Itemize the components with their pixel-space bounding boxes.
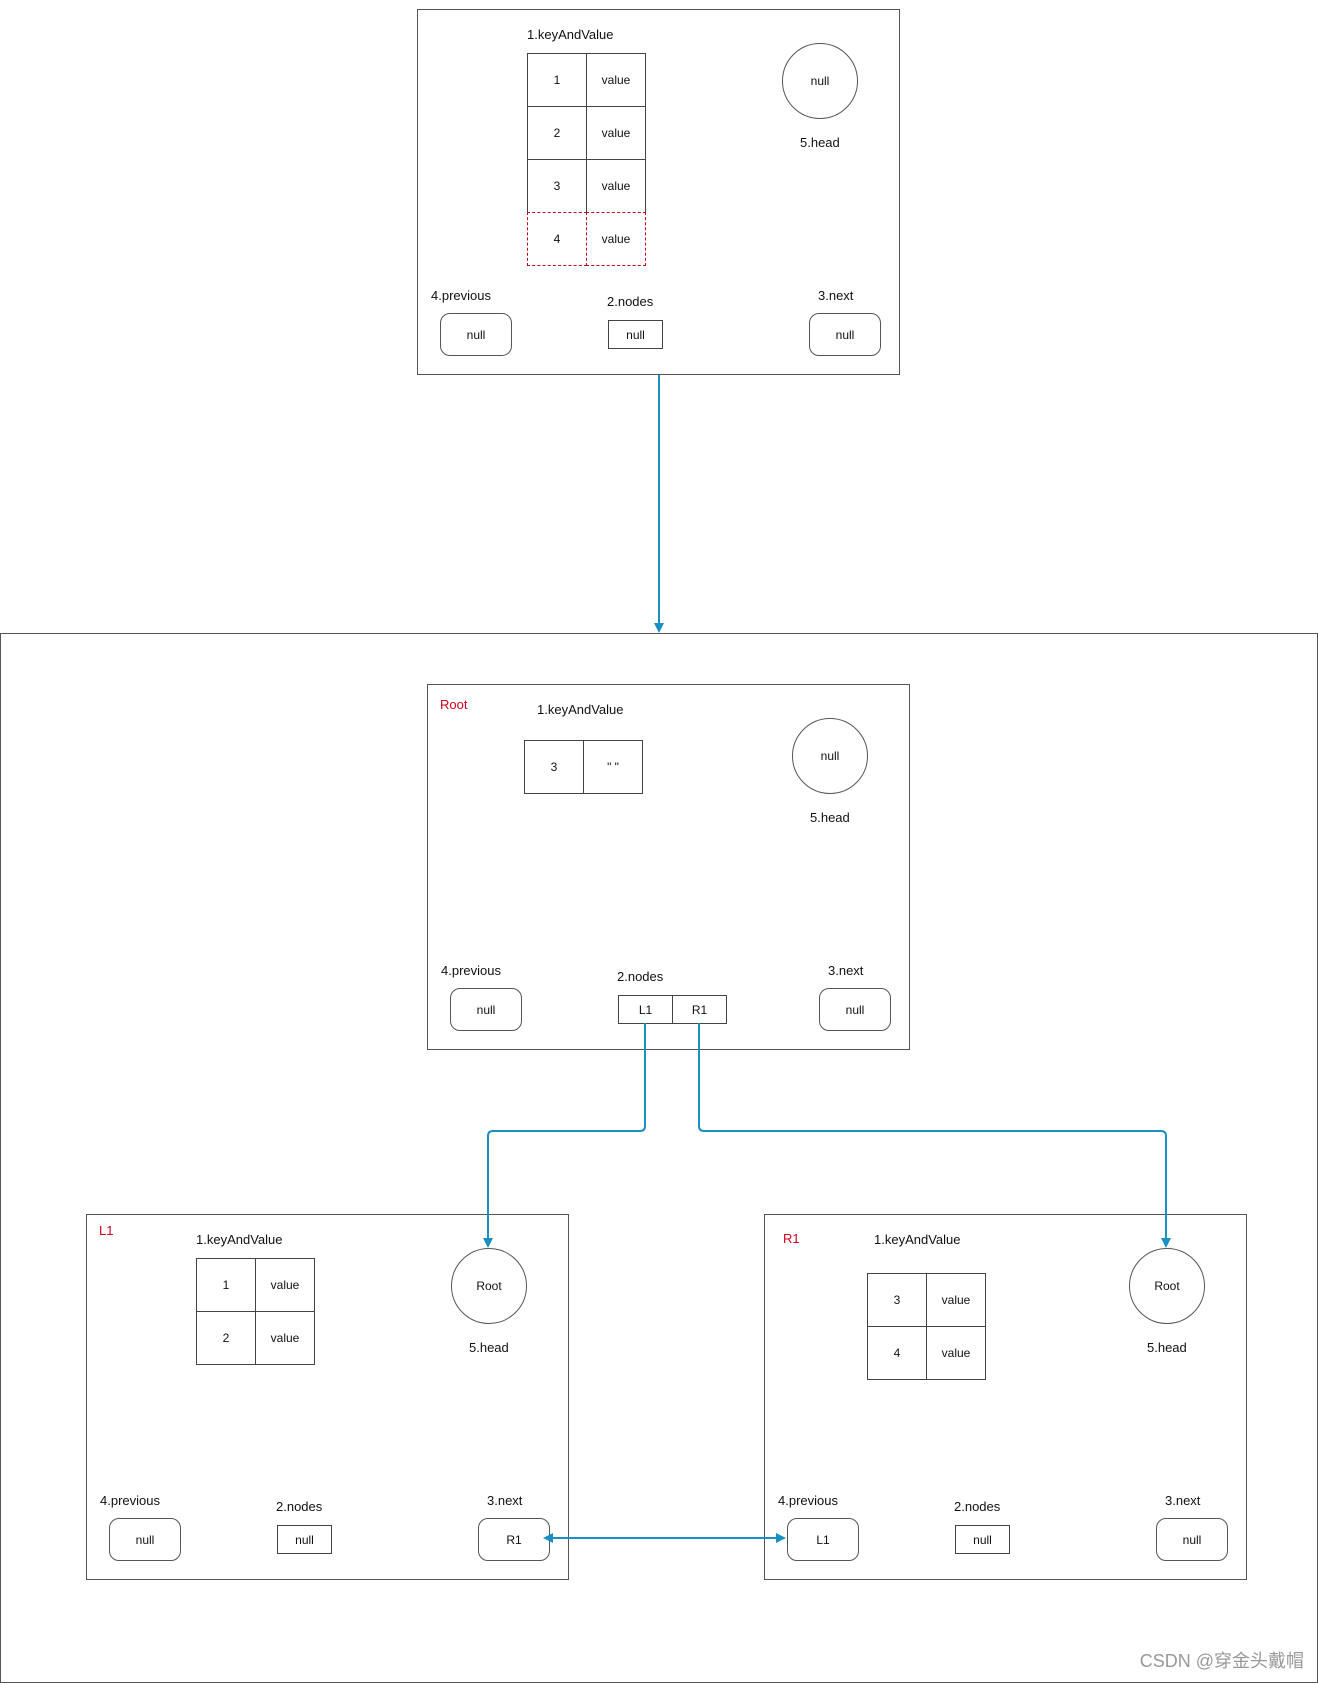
r1-next-label: 3.next [1165, 1493, 1201, 1508]
root-kv-value-1: " " [583, 740, 643, 794]
l1-node-title: L1 [99, 1223, 114, 1238]
root-previous-label: 4.previous [441, 963, 501, 978]
r1-next-box: null [1156, 1518, 1228, 1561]
r1-head-circle: Root [1129, 1248, 1205, 1324]
top-head-circle: null [782, 43, 858, 119]
top-previous-label: 4.previous [431, 288, 491, 303]
r1-kv-value-1: value [926, 1273, 986, 1327]
r1-previous-box: L1 [787, 1518, 859, 1561]
top-node: 1.keyAndValue 1 value 2 value 3 value 4 … [417, 9, 900, 375]
l1-previous-box: null [109, 1518, 181, 1561]
top-kv-value-1: value [586, 53, 646, 107]
l1-head-circle: Root [451, 1248, 527, 1324]
root-nodes-r1: R1 [672, 995, 727, 1024]
r1-kv-value-2: value [926, 1326, 986, 1380]
r1-previous-label: 4.previous [778, 1493, 838, 1508]
r1-node: R1 1.keyAndValue 3 value 4 value Root 5.… [764, 1214, 1247, 1580]
r1-kv-key-1: 3 [867, 1273, 927, 1327]
top-next-label: 3.next [818, 288, 854, 303]
top-kv-value-4-new: value [586, 212, 646, 266]
root-next-label: 3.next [828, 963, 864, 978]
top-head-label: 5.head [800, 135, 840, 150]
l1-kv-key-1: 1 [196, 1258, 256, 1312]
top-kv-key-4-new: 4 [527, 212, 587, 266]
l1-next-box: R1 [478, 1518, 550, 1561]
top-kv-value-3: value [586, 159, 646, 213]
root-node: Root 1.keyAndValue 3 " " null 5.head 4.p… [427, 684, 910, 1050]
r1-nodes-box: null [955, 1525, 1010, 1554]
root-next-box: null [819, 988, 891, 1031]
root-kv-label: 1.keyAndValue [537, 702, 624, 717]
top-previous-box: null [440, 313, 512, 356]
l1-nodes-box: null [277, 1525, 332, 1554]
r1-kv-label: 1.keyAndValue [874, 1232, 961, 1247]
top-nodes-box: null [608, 320, 663, 349]
l1-next-label: 3.next [487, 1493, 523, 1508]
top-kv-key-1: 1 [527, 53, 587, 107]
root-previous-box: null [450, 988, 522, 1031]
r1-node-title: R1 [783, 1231, 800, 1246]
root-head-circle: null [792, 718, 868, 794]
root-head-label: 5.head [810, 810, 850, 825]
top-next-box: null [809, 313, 881, 356]
top-kv-key-3: 3 [527, 159, 587, 213]
l1-nodes-label: 2.nodes [276, 1499, 323, 1514]
root-nodes-label: 2.nodes [617, 969, 664, 984]
r1-kv-key-2: 4 [867, 1326, 927, 1380]
l1-kv-label: 1.keyAndValue [196, 1232, 283, 1247]
l1-head-label: 5.head [469, 1340, 509, 1355]
l1-previous-label: 4.previous [100, 1493, 160, 1508]
top-kv-label: 1.keyAndValue [527, 27, 614, 42]
top-kv-value-2: value [586, 106, 646, 160]
r1-head-label: 5.head [1147, 1340, 1187, 1355]
l1-kv-value-1: value [255, 1258, 315, 1312]
l1-kv-value-2: value [255, 1311, 315, 1365]
root-node-title: Root [440, 697, 468, 712]
r1-nodes-label: 2.nodes [954, 1499, 1001, 1514]
l1-node: L1 1.keyAndValue 1 value 2 value Root 5.… [86, 1214, 569, 1580]
watermark: CSDN @穿金头戴帽 [1139, 1651, 1304, 1671]
root-kv-key-1: 3 [524, 740, 584, 794]
top-nodes-label: 2.nodes [607, 294, 654, 309]
l1-kv-key-2: 2 [196, 1311, 256, 1365]
top-kv-key-2: 2 [527, 106, 587, 160]
root-nodes-l1: L1 [618, 995, 673, 1024]
